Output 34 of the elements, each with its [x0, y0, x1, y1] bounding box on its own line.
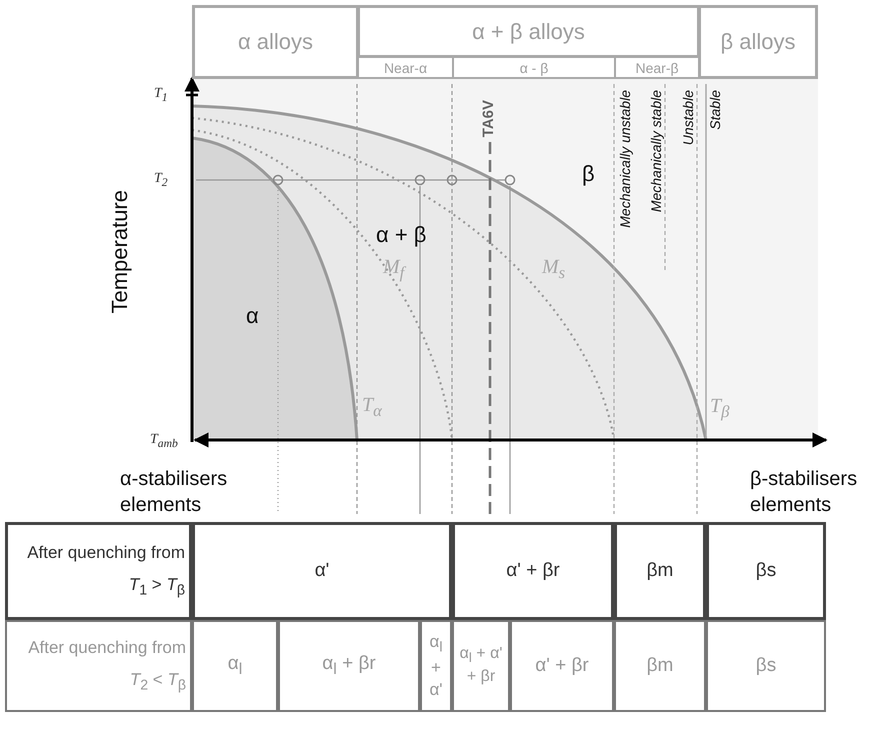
row-header-cell: After quenching from T$_{2}$ < T$_{β}$	[5, 620, 192, 712]
table-cell: βs	[706, 620, 826, 712]
table-cell: α'	[192, 522, 452, 620]
category-header: α alloys	[192, 5, 359, 79]
curve-label: T$_{β}$	[710, 395, 730, 422]
axis-title: Temperature	[108, 190, 132, 314]
table-cell: βs	[706, 522, 826, 620]
axis-label: T$_{amb}$	[150, 432, 178, 451]
stability-label: Unstable	[681, 90, 696, 146]
stability-label: Mechanically stable	[649, 90, 664, 212]
alloy-label: TA6V	[481, 100, 498, 138]
curve-label: M$_{s}$	[542, 256, 566, 282]
category-header: β alloys	[698, 5, 818, 79]
axis-note: β-stabilisers elements	[750, 467, 858, 518]
category-header: α + β alloys	[357, 5, 700, 58]
phase-label: β	[582, 162, 595, 186]
curve-label: M$_{f}$	[383, 256, 404, 282]
stability-label: Stable	[708, 90, 724, 130]
row-header-cell: After quenching from T$_{1}$ > T$_{β}$	[5, 522, 192, 620]
table-cell: βm	[614, 522, 706, 620]
axis-label: T$_{2}$	[154, 171, 168, 190]
phase-label: α	[246, 304, 259, 328]
axis-note: α-stabilisers elements	[120, 467, 228, 518]
table-cell: α' + βr	[510, 620, 614, 712]
axis-label: T$_{1}$	[154, 86, 168, 105]
table-cell: α$_{l}$ + α' + βr	[452, 620, 510, 712]
table-cell: α$_{l}$ + βr	[278, 620, 420, 712]
curve-label: T$_{α}$	[362, 394, 382, 420]
table-cell: α$_{l}$ + α'	[420, 620, 452, 712]
phase-label: α + β	[376, 223, 426, 248]
table-cell: α$_{l}$	[192, 620, 278, 712]
stability-label: Mechanically unstable	[618, 90, 634, 228]
table-cell: βm	[614, 620, 706, 712]
table-cell: α' + βr	[452, 522, 614, 620]
